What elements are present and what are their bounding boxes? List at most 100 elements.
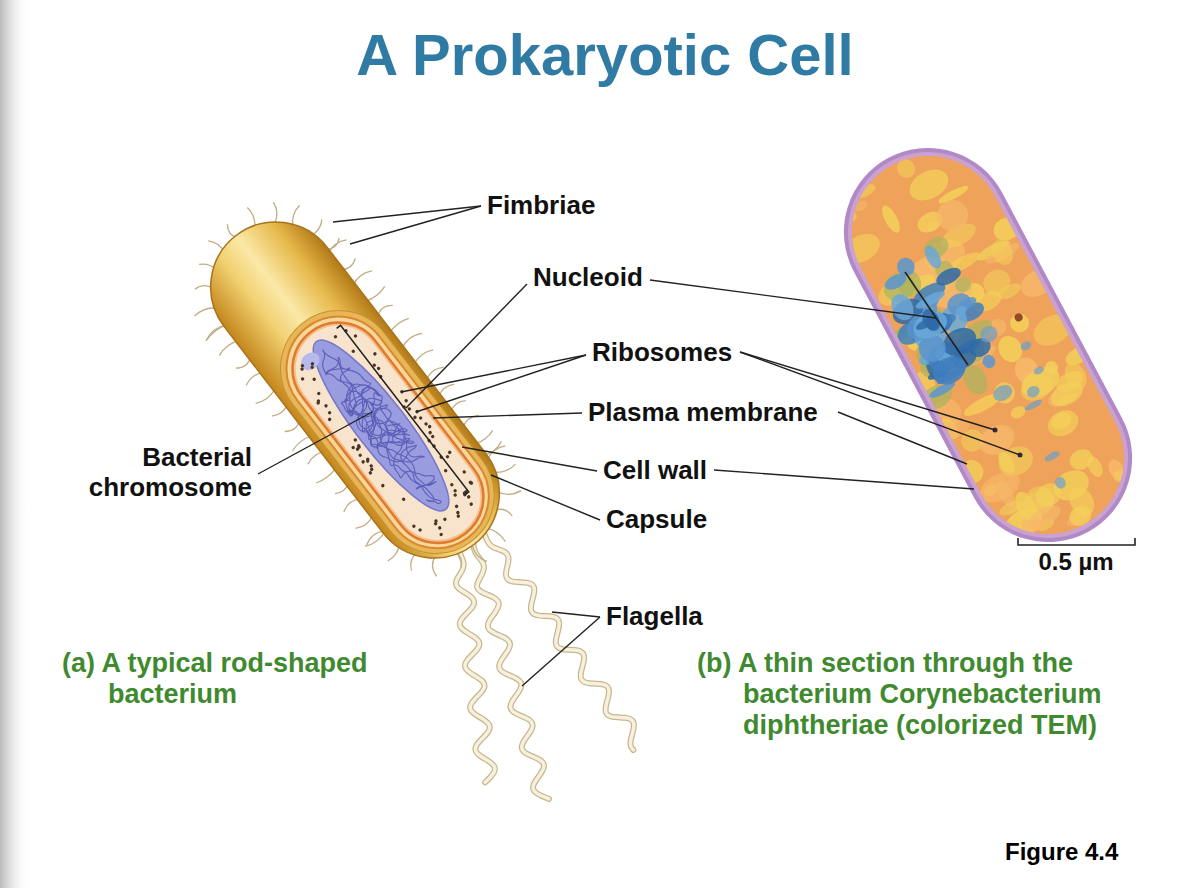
tem-patch [925, 317, 941, 332]
tem-patch [1065, 483, 1100, 521]
tem-patch [909, 306, 952, 344]
part-label: Bacterial chromosome [52, 443, 252, 503]
leader-line [406, 284, 527, 408]
tem-patch [954, 304, 968, 317]
leader-line [650, 280, 936, 318]
ribosome-dot [361, 459, 366, 464]
ribosome-dot [401, 497, 406, 502]
nucleoid-bracket [337, 325, 469, 494]
tem-patch [1009, 404, 1028, 421]
ribosome-dot [469, 502, 474, 507]
tem-cytoplasm [825, 129, 1151, 561]
tem-patch [974, 418, 1021, 460]
ribosome-dot [427, 424, 432, 429]
ribosome-dot [437, 526, 442, 531]
ribosome-dot [418, 416, 423, 421]
ribosome-dot [380, 483, 385, 488]
panel-caption: (a) A typical rod-shaped bacterium [62, 648, 442, 710]
tem-patch [1053, 475, 1068, 491]
tem-patch [1013, 312, 1024, 323]
tem-patch [842, 210, 859, 225]
tem-patch [1007, 310, 1033, 336]
ribosome-dot [445, 454, 450, 459]
capsule-cut-face [257, 287, 517, 576]
ribosome-dot [424, 422, 429, 427]
panel-caption: (b) A thin section through the bacterium… [697, 648, 1175, 741]
ribosome-dot [443, 468, 448, 473]
tem-patch [1043, 449, 1061, 463]
ribosome-dot [353, 334, 358, 339]
ribosome-dot [310, 361, 315, 366]
tem-patch [853, 181, 877, 200]
tem-patch [928, 351, 970, 390]
tem-patch [1016, 263, 1060, 302]
tem-patch [990, 379, 1018, 407]
ribosome-dot [316, 391, 321, 396]
ribosome-dot [404, 398, 409, 403]
tem-patch [979, 265, 1015, 300]
tem-patch [990, 213, 1023, 245]
leader-lines [258, 206, 1020, 686]
tem-texture [825, 129, 1151, 561]
fimbriae-group [157, 170, 557, 615]
tem-patch [1084, 454, 1106, 480]
ribosome-dot [312, 377, 317, 382]
tem-patch [1111, 467, 1129, 484]
ribosome-dot [300, 367, 305, 372]
nucleoid-highlight [297, 349, 323, 374]
tem-patch [1023, 398, 1043, 413]
ribosome-dot [454, 504, 459, 509]
leader-line [552, 612, 600, 617]
tem-patch [975, 466, 1025, 509]
ribosome-dot [351, 445, 356, 450]
tem-patch [1019, 340, 1033, 352]
ribosome-dot [462, 470, 467, 475]
nucleoid-bracket [905, 272, 968, 365]
plasma-membrane-layer [274, 304, 502, 561]
tem-patch [922, 243, 945, 271]
ribosome-dot [376, 366, 381, 371]
tem-patch [838, 228, 885, 269]
part-label: Flagella [606, 602, 703, 632]
tem-patch [894, 156, 919, 181]
cytoplasm [278, 308, 497, 557]
ribosome-dot [418, 528, 423, 533]
part-label: Nucleoid [533, 263, 643, 293]
ribosome-dot [365, 459, 370, 464]
ribosome-dot [439, 532, 444, 537]
ribosome-dot [469, 481, 474, 486]
capsule-body [185, 196, 526, 584]
ribosome-dot [373, 351, 378, 356]
flagellum [483, 531, 634, 750]
ribosome-dot [407, 407, 412, 412]
tem-patch [945, 138, 975, 162]
ribosome-dot [368, 471, 373, 476]
ribosome-dot [353, 438, 358, 443]
title: A Prokaryotic Cell [4, 22, 1202, 89]
ribosome-dot [453, 493, 458, 498]
tem-patch [932, 195, 974, 237]
ribosome-dot [351, 349, 356, 354]
leader-line [838, 412, 967, 464]
tem-patch [1025, 384, 1042, 400]
tem-patch [1055, 390, 1079, 408]
part-label: Ribosomes [592, 338, 732, 368]
part-label: Cell wall [603, 456, 707, 486]
tem-patch [990, 382, 1015, 405]
ribosome-dot [300, 363, 305, 368]
tem-patch [879, 203, 904, 235]
tem-patch [1043, 405, 1083, 441]
chromosome-coil [307, 339, 455, 515]
bacterium-illustration [157, 170, 557, 615]
tem-patch [853, 199, 869, 213]
tem-cell-wall [817, 121, 1159, 569]
leader-line [522, 617, 600, 686]
ribosome-dot [327, 417, 332, 422]
tem-patch [1032, 365, 1045, 376]
ribosome-dot [453, 488, 458, 493]
ribosome-dot [300, 377, 305, 382]
leader-line [416, 355, 586, 412]
ribosome-dot [324, 403, 329, 408]
ribosome-dot [433, 521, 438, 526]
ribosome-dot [355, 447, 360, 452]
